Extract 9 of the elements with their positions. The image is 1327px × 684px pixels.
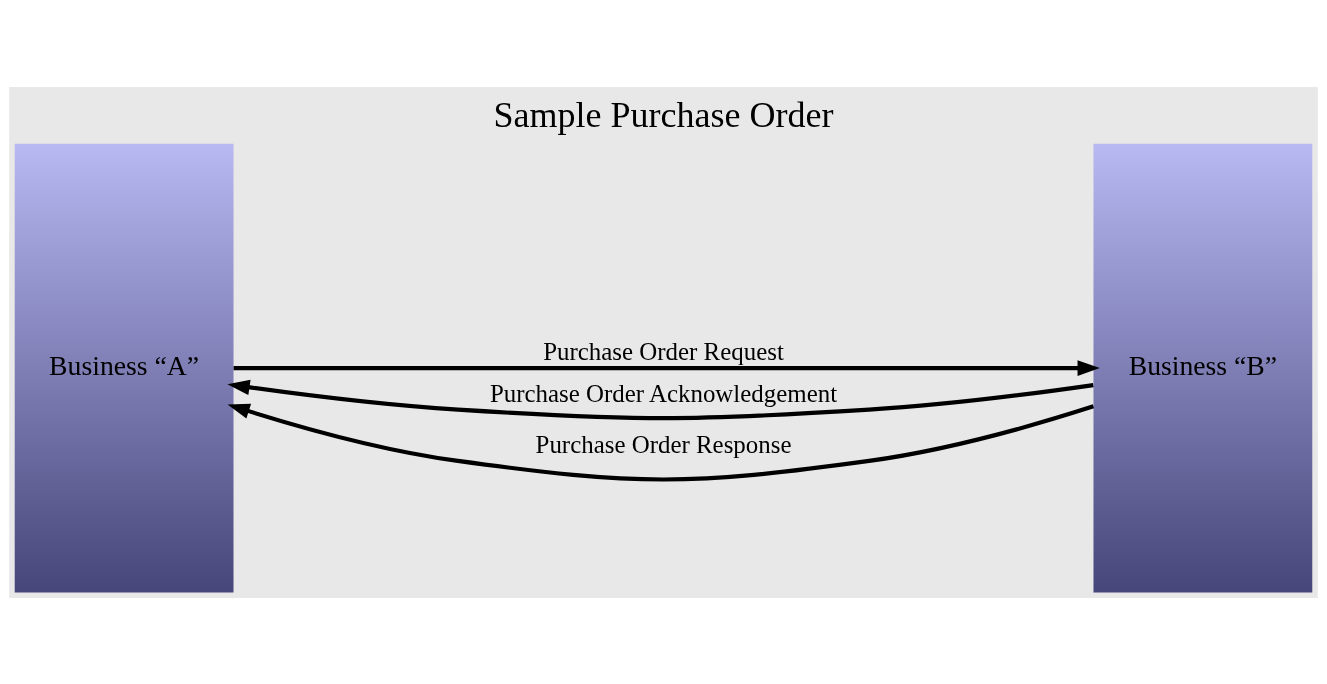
arrow [227,379,1094,420]
edge-label: Purchase Order Request [543,337,784,365]
node-box: Business “B” [1093,143,1313,592]
edge-label: Purchase Order Acknowledgement [489,379,838,407]
diagram-title: Sample Purchase Order [493,94,834,135]
arrow [233,359,1100,376]
edge-label: Purchase Order Response [535,430,792,458]
node-box: Business “A” [14,143,234,592]
arrow [227,403,1095,482]
